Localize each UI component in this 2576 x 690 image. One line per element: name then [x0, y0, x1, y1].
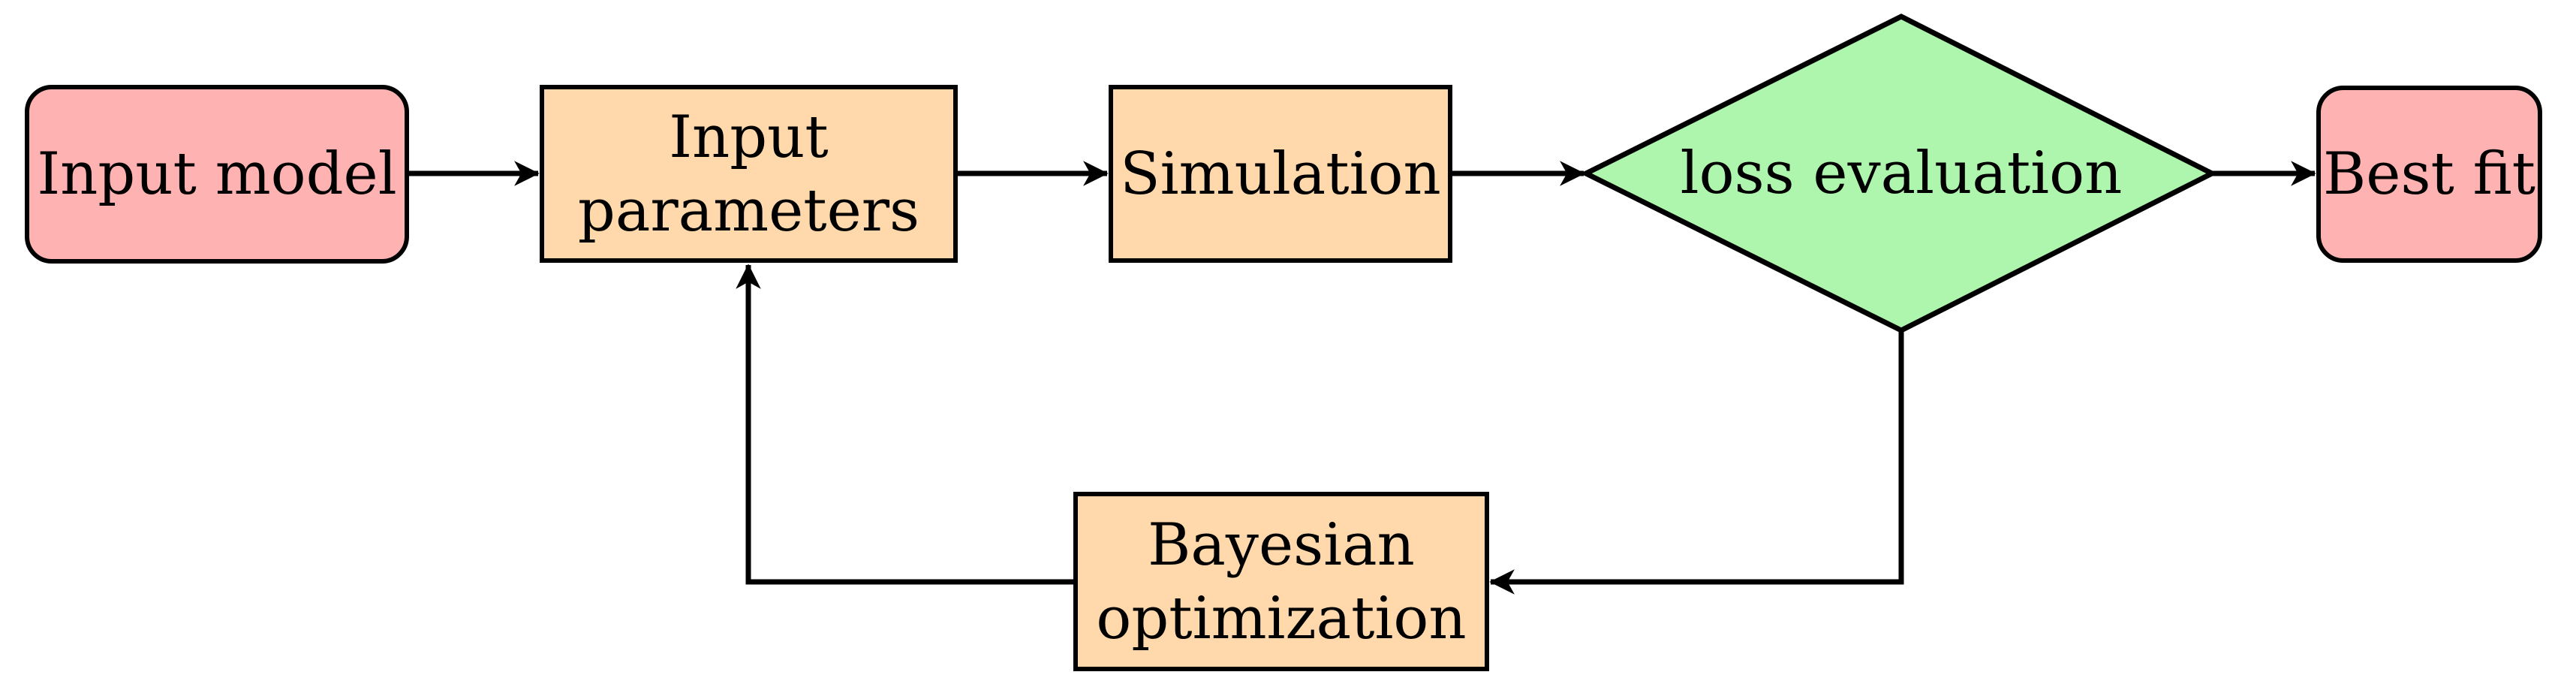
- node-simulation-label: Simulation: [1120, 140, 1441, 208]
- node-bayesian-optimization-label: Bayesian optimization: [1096, 511, 1467, 652]
- node-loss-evaluation: loss evaluation: [1661, 17, 2141, 330]
- node-best-fit-label: Best fit: [2322, 140, 2536, 208]
- node-bayesian-optimization: Bayesian optimization: [1073, 492, 1489, 671]
- node-input-parameters: Input parameters: [540, 85, 958, 263]
- node-input-parameters-label: Input parameters: [577, 103, 920, 245]
- edge-bayesian-optimization-to-input-parameters: [736, 264, 1073, 585]
- node-loss-evaluation-label: loss evaluation: [1680, 140, 2123, 207]
- node-input-model: Input model: [25, 85, 409, 264]
- edge-loss-evaluation-to-bayesian-optimization: [1489, 328, 1904, 595]
- node-input-model-label: Input model: [37, 140, 397, 208]
- node-best-fit: Best fit: [2316, 86, 2542, 263]
- node-simulation: Simulation: [1109, 85, 1452, 263]
